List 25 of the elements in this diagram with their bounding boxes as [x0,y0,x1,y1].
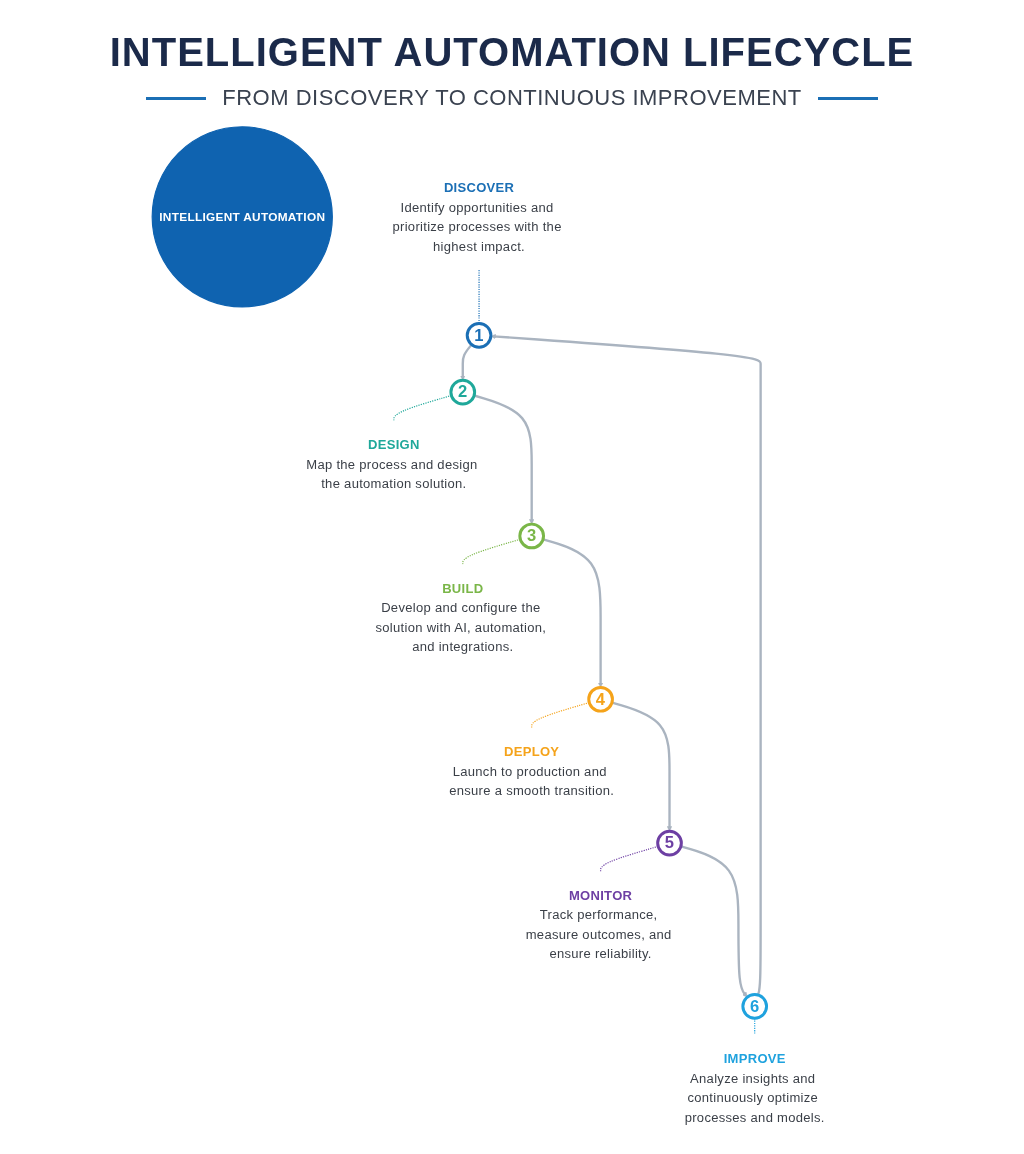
node-text: DISCOVER Identify opportunities and prioritize processes with the highest impact. [392,180,562,254]
connector [600,845,659,873]
node-text: DEPLOY Launch to production and ensure a smooth transition. [449,744,615,799]
connector [462,538,521,565]
arrow [542,538,604,688]
node-circle: 6 [741,993,769,1020]
arrow [680,845,748,998]
node-text: MONITOR Track performance, measure outcomes, and ensure reliability. [525,888,672,962]
node-circle: 1 [465,322,493,349]
connector [531,702,590,729]
node-text: DESIGN Map the process and design the automation solution. [306,437,478,491]
node-circle: 5 [656,829,683,857]
node-circle: 3 [518,522,545,550]
node-circle: INTELLIGENT AUTOMATION [151,126,333,308]
arrow [490,333,762,996]
connector [393,394,452,422]
node-circle: 2 [449,378,477,406]
arrow [460,343,473,381]
node-text: BUILD Develop and configure the solution with AI, automation, and integrations. [375,580,547,655]
node-text: IMPROVE Analyze insights and continuously optimize processes and models. [684,1051,825,1125]
title: INTELLIGENT AUTOMATION LIFECYCLE [109,30,915,75]
arrow [473,394,535,525]
arrow [611,701,673,832]
subtitle: FROM DISCOVERY TO CONTINUOUS IMPROVEMENT [222,85,802,111]
node-circle: 4 [587,685,614,713]
